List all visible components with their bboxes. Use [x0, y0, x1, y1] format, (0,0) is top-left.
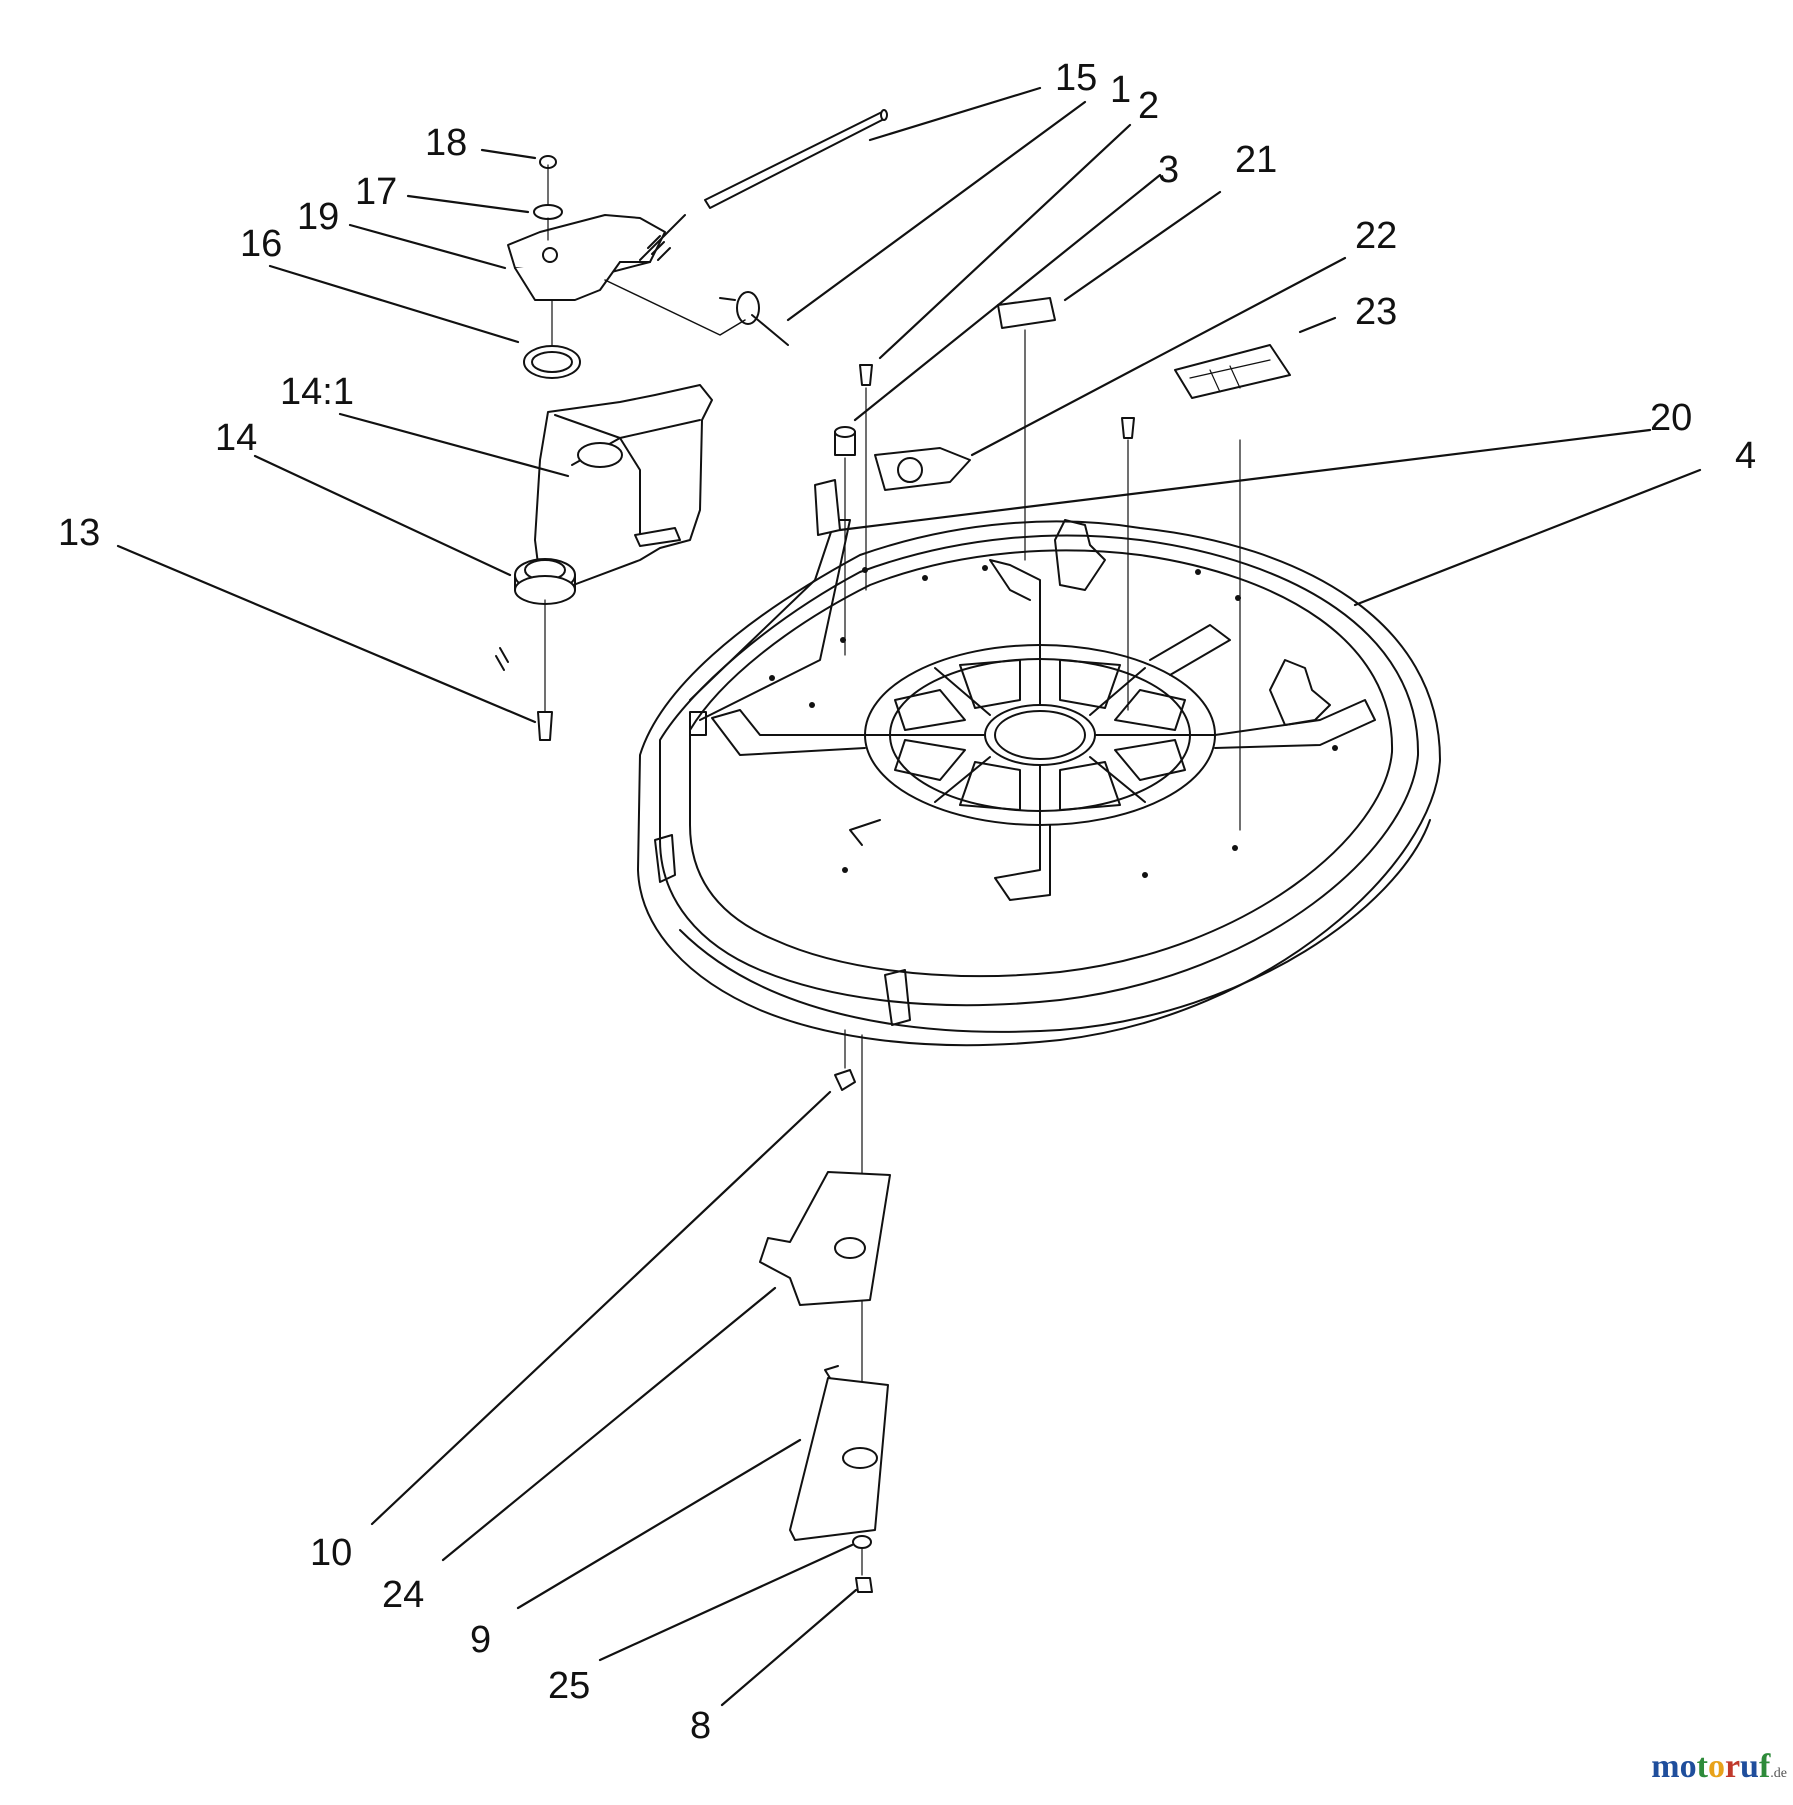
washer-17 [533, 204, 563, 220]
leader-10 [370, 1090, 832, 1526]
torsion-spring [719, 291, 789, 346]
leader-9 [516, 1438, 802, 1610]
callout-8: 8 [690, 1705, 711, 1747]
deck-rib-left [711, 709, 866, 756]
leader-3 [853, 173, 1162, 422]
leader-15 [868, 86, 1042, 142]
callout-16: 16 [240, 223, 282, 265]
leader-22 [970, 256, 1347, 457]
leader-19 [348, 223, 507, 270]
idler-boss [577, 442, 623, 468]
callout-20: 20 [1650, 397, 1692, 439]
logo-letter: o [1707, 1748, 1725, 1785]
logo-letter: f [1758, 1748, 1771, 1785]
leader-4 [1353, 468, 1702, 607]
leader-23 [1298, 316, 1337, 334]
leader-lines [116, 86, 1702, 1707]
deck-rib-back [989, 559, 1041, 646]
control-arm-bracket [507, 214, 666, 301]
blade-9 [789, 1377, 889, 1541]
deck-top [689, 549, 1394, 978]
pivot-bracket-right [1269, 659, 1331, 726]
hardware-deck-top [814, 297, 1291, 831]
callout-4: 4 [1735, 435, 1756, 477]
side-tab-front [884, 969, 911, 1026]
hardware-top [495, 155, 581, 741]
callout-18: 18 [425, 122, 467, 164]
callout-25: 25 [548, 1665, 590, 1707]
mower-deck [637, 519, 1441, 1047]
leader-20 [838, 428, 1652, 532]
leader-18 [480, 148, 537, 160]
callout-14: 14 [215, 417, 257, 459]
callout-2: 2 [1138, 85, 1159, 127]
leader-14-1 [338, 412, 570, 478]
bolt-deck [1121, 417, 1135, 439]
callout-21: 21 [1235, 139, 1277, 181]
callout-15: 15 [1055, 57, 1097, 99]
hardware-bottom [759, 1029, 891, 1593]
pulley-spring [634, 527, 681, 547]
leader-2 [878, 123, 1132, 360]
callout-17: 17 [355, 171, 397, 213]
nut-10 [834, 1069, 856, 1091]
washer-25 [852, 1535, 872, 1549]
callout-24: 24 [382, 1574, 424, 1616]
callout-10: 10 [310, 1532, 352, 1574]
nut-8 [855, 1577, 873, 1593]
callout-19: 19 [297, 196, 339, 238]
bracket-hole [542, 247, 558, 263]
blade-24 [759, 1171, 891, 1306]
side-tab-left [654, 834, 676, 883]
logo-letter: u [1740, 1748, 1759, 1785]
deck-rib-front [994, 824, 1051, 901]
logo-letter: o [1679, 1748, 1697, 1785]
bracket-spring [639, 214, 686, 261]
callout-23: 23 [1355, 291, 1397, 333]
decal-20 [814, 479, 841, 536]
callout-1: 1 [1110, 69, 1131, 111]
idler-arm-assembly [514, 384, 713, 605]
bolt-13 [537, 711, 553, 741]
leader-14 [253, 454, 512, 577]
callout-13: 13 [58, 512, 100, 554]
callout-22: 22 [1355, 215, 1397, 257]
callout-14-1: 14:1 [280, 371, 354, 413]
deck-post [689, 711, 707, 736]
pivot-bracket-rear [1054, 519, 1106, 591]
callout-9: 9 [470, 1619, 491, 1661]
bolt-1 [859, 364, 873, 386]
logo-letter: t [1696, 1748, 1708, 1785]
leader-8 [720, 1588, 858, 1707]
leader-21 [1063, 190, 1222, 302]
leader-17 [406, 194, 530, 214]
logo-letter: r [1724, 1748, 1741, 1785]
deck-rim [659, 534, 1420, 1007]
leader-24 [441, 1286, 777, 1562]
logo-domain: .de [1770, 1766, 1787, 1781]
leader-1 [786, 100, 1087, 322]
cotter-pin [495, 647, 509, 671]
decal-21 [997, 297, 1056, 329]
control-rod [704, 109, 888, 209]
leader-25 [598, 1543, 854, 1662]
logo-letter: m [1651, 1748, 1680, 1785]
leader-16 [268, 264, 520, 344]
callout-3: 3 [1158, 149, 1179, 191]
spring-link [604, 279, 746, 336]
callout-labels: 15 1 2 3 21 22 23 18 17 19 16 14:1 14 13… [58, 57, 1756, 1747]
motoruf-watermark-logo: motoruf.de [1651, 1748, 1787, 1786]
leader-13 [116, 544, 537, 724]
